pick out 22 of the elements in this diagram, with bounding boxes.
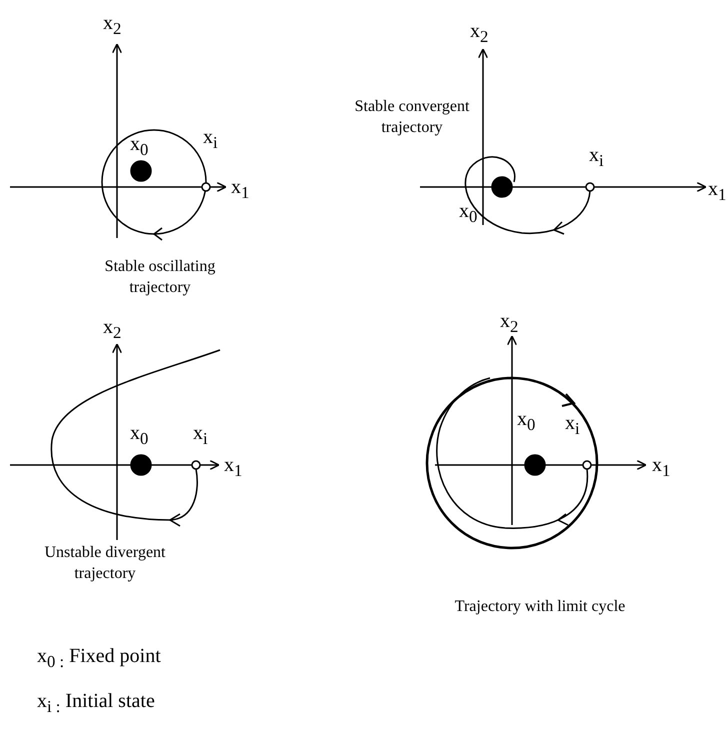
caption: Unstable divergent trajectory (43, 543, 166, 584)
legend-text: x$_{0 :}$ Fixed point (37, 645, 161, 673)
point-label: x$_{0}$ (130, 133, 148, 161)
axis-label: x$_{2}$ (500, 310, 518, 338)
point-label: x$_{i}$ (565, 412, 580, 440)
axis-label: x$_{1}$ (652, 454, 670, 482)
axis-label: x$_{2}$ (103, 316, 122, 344)
axis-label: x$_{2}$ (470, 20, 488, 48)
caption: Stable convergent trajectory (354, 97, 470, 138)
caption: Trajectory with limit cycle (454, 597, 626, 617)
caption: Stable oscillating trajectory (104, 257, 216, 298)
axis-label: x$_{2}$ (103, 12, 122, 40)
point-label: x$_{i}$ (193, 422, 208, 450)
legend-text: x$_{i :}$ Initial state (37, 690, 155, 718)
point-label: x$_{i}$ (589, 144, 604, 172)
axis-label: x$_{1}$ (708, 178, 726, 206)
point-label: x$_{0}$ (130, 422, 148, 450)
point-label: x$_{i}$ (203, 126, 218, 154)
point-label: x$_{0}$ (517, 408, 536, 436)
axis-label: x$_{1}$ (231, 176, 250, 204)
axis-label: x$_{1}$ (224, 454, 242, 482)
point-label: x$_{0}$ (459, 200, 478, 228)
